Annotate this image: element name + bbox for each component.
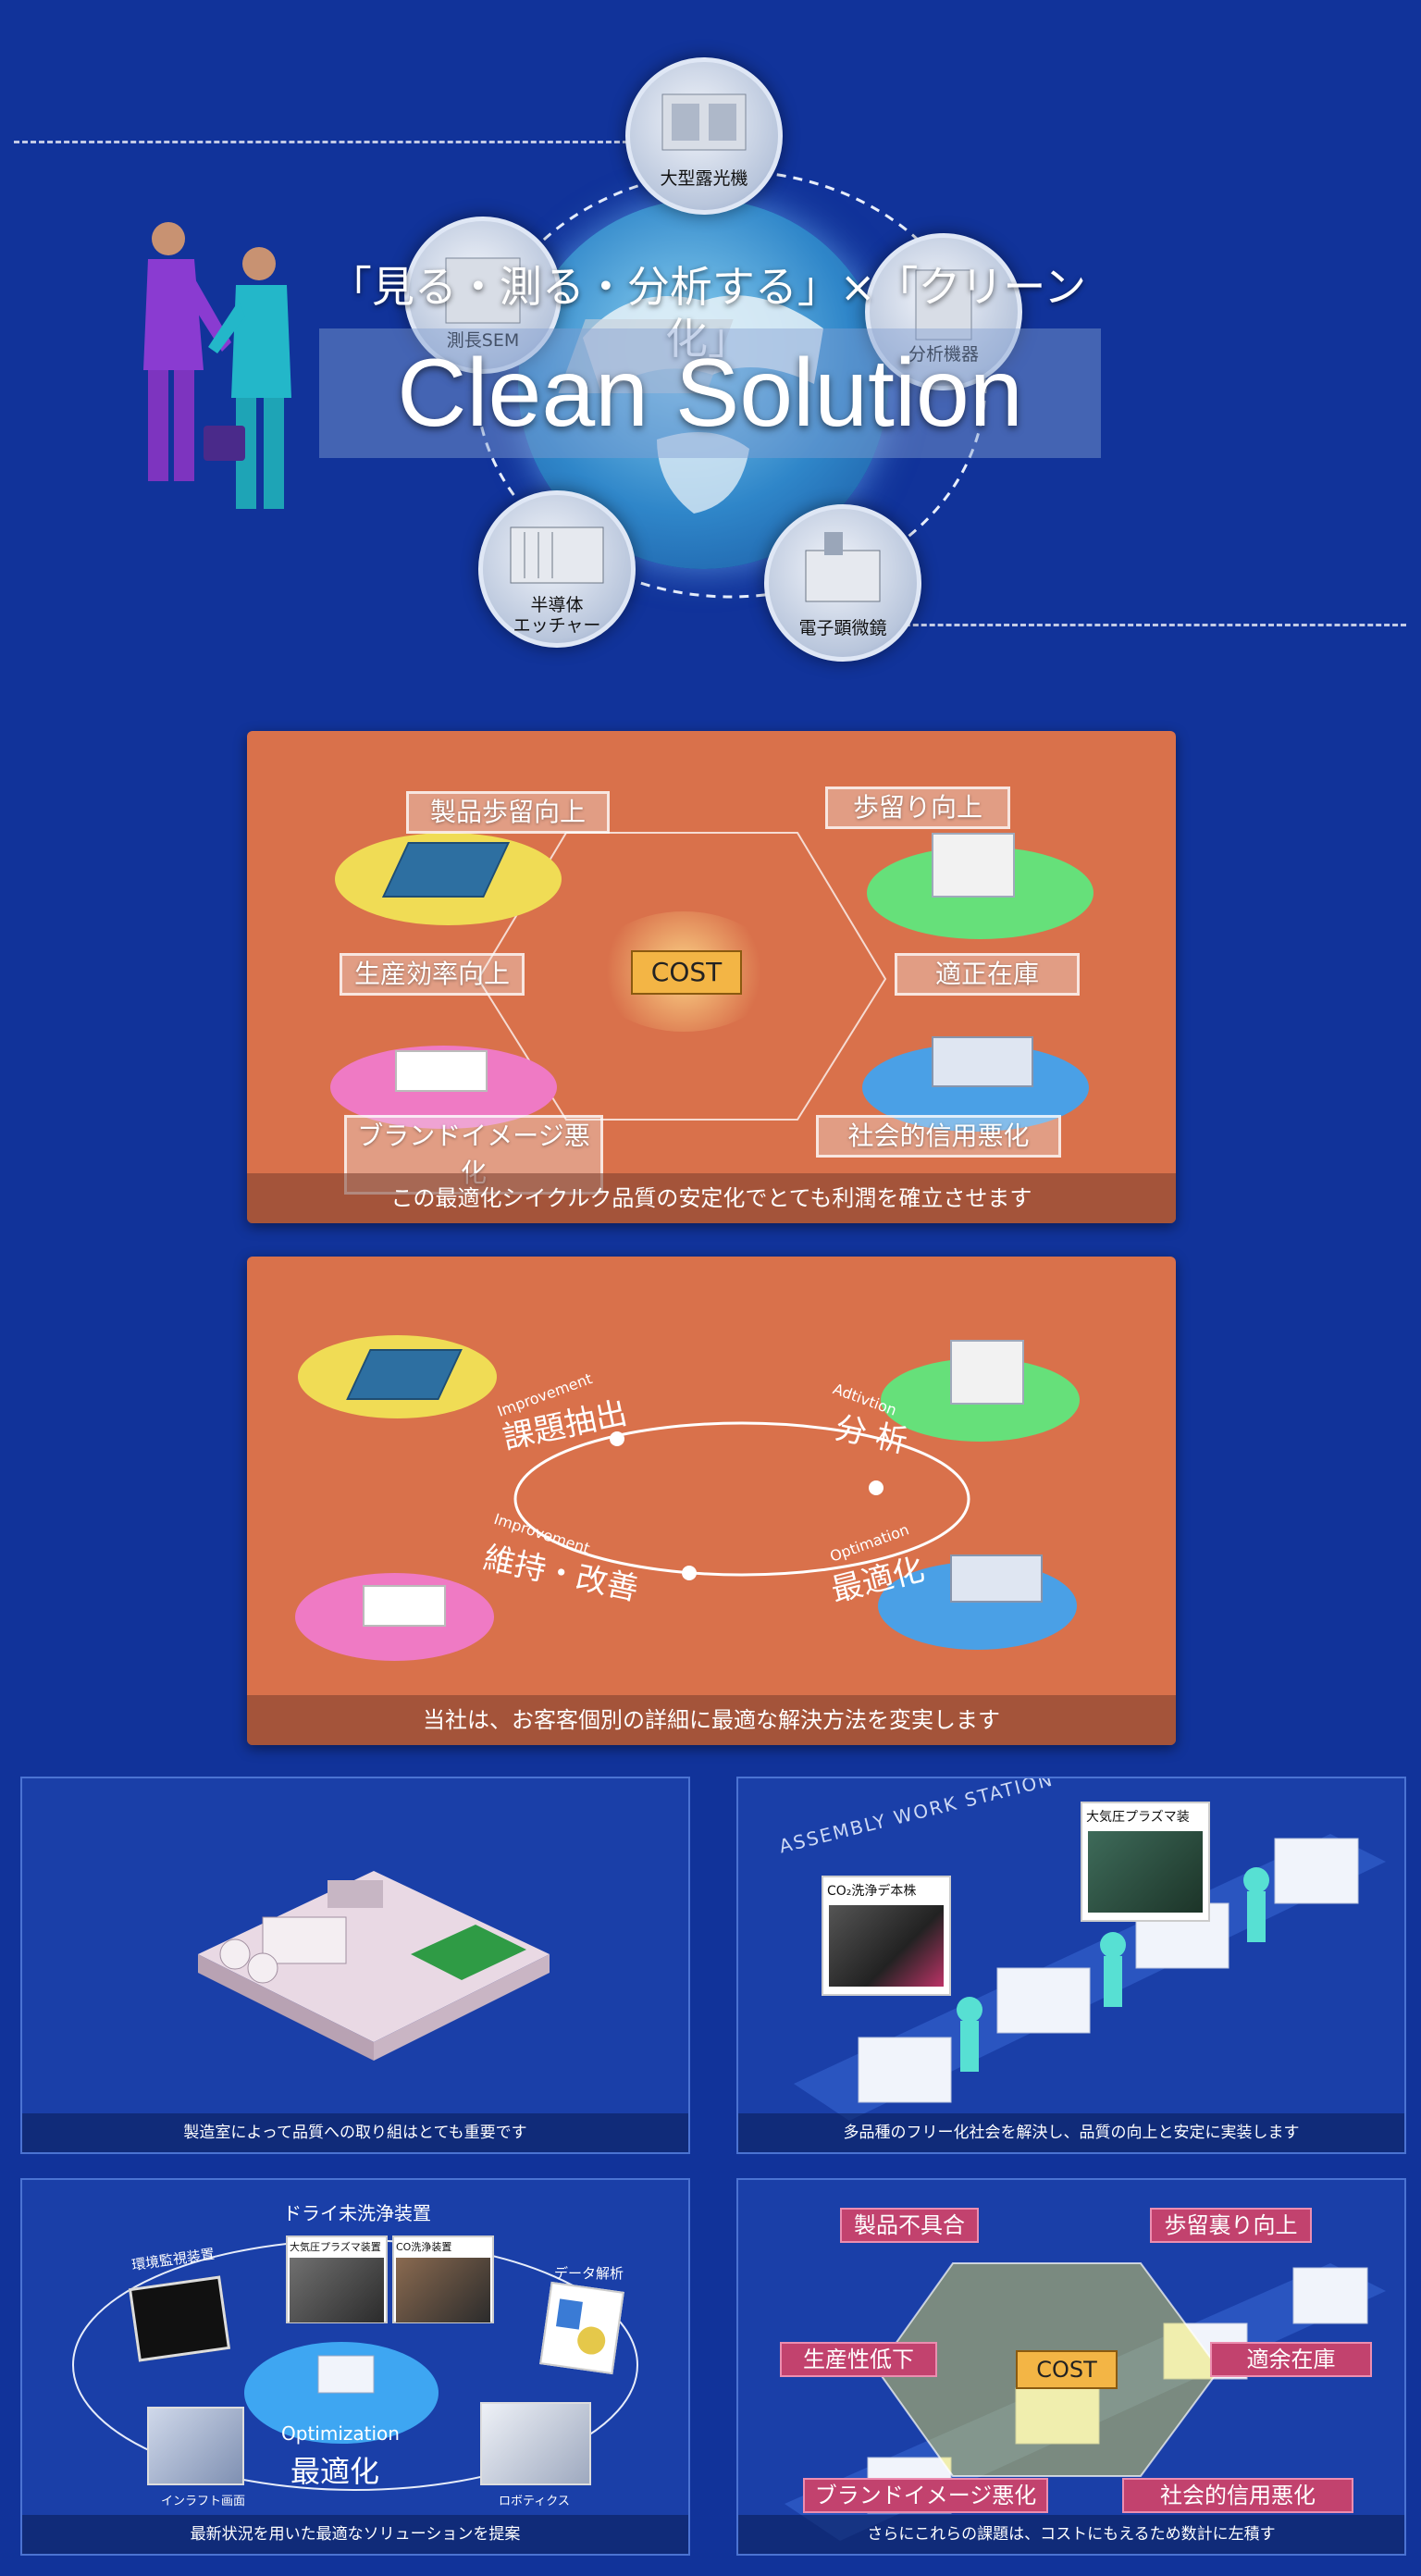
photo-thumbnail	[829, 1905, 944, 1987]
hexagon-outline	[476, 832, 887, 1121]
workstation-icon	[932, 833, 1015, 898]
node-label: 半導体 エッチャー	[513, 595, 601, 636]
tag-inventory: 適正在庫	[895, 953, 1080, 996]
panel-cost-caption: この最適化シイクルク品質の安定化でとても利潤を確立させます	[247, 1173, 1176, 1223]
center-jp: 最適化	[290, 2454, 380, 2489]
tag-productivity: 生産効率向上	[340, 953, 525, 996]
tag-yield-up: 歩留り向上	[825, 786, 1010, 829]
tag-defect: 製品不具合	[840, 2208, 979, 2243]
cost-box: COST	[631, 950, 742, 995]
tile-cost2-caption: さらにこれらの課題は、コストにもえるため数計に左積す	[738, 2515, 1404, 2554]
isometric-factory-illustration	[198, 1871, 550, 2061]
conveyor-robot-icon	[950, 1554, 1043, 1603]
photo-callout-co2: CO₂洗浄デ本株	[822, 1876, 951, 1996]
node-label: 電子顕微鏡	[798, 618, 887, 638]
tag-social-trust: 社会的信用悪化	[1122, 2478, 1353, 2513]
tag-productivity-drop: 生産性低下	[780, 2342, 937, 2377]
dashed-line-bottom	[888, 624, 1406, 626]
tag-yield: 歩留裏り向上	[1150, 2208, 1312, 2243]
cycle-ellipse	[513, 1421, 970, 1580]
top-label: ドライ未洗浄装置	[283, 2202, 431, 2224]
node-label: 大型露光機	[660, 168, 748, 189]
meeting-table-icon	[395, 1050, 488, 1092]
conveyor-robot-icon	[932, 1036, 1033, 1087]
tile-line-caption: 多品種のフリー化社会を解決し、品質の向上と安定に実装します	[738, 2113, 1404, 2152]
panel-cycle-diagram: Improvement 課題抽出 Adtivtion 分 析 Improveme…	[247, 1257, 1176, 1745]
node-exposure-machine: 大型露光機	[625, 57, 783, 215]
conveyor-illustration	[794, 1834, 1386, 2121]
label-data-analysis: データ解析	[554, 2265, 624, 2282]
globe-image	[518, 199, 888, 569]
meeting-table-icon	[363, 1585, 446, 1627]
tile-production-line: ASSEMBLY WORK STATION CO₂洗浄デ本株 大気圧プラズマ装 …	[736, 1777, 1406, 2154]
center-en: Optimization	[281, 2422, 400, 2445]
node-label: 分析機器	[908, 344, 979, 365]
photo-label: CO洗浄装置	[396, 2241, 452, 2253]
hero-title: Clean Solution	[319, 328, 1101, 458]
photo-thumbnail	[1088, 1831, 1203, 1913]
panel-cost-diagram: 製品歩留向上 歩留り向上 生産効率向上 適正在庫 ブランドイメージ悪化 社会的信…	[247, 731, 1176, 1223]
dashed-line-top	[14, 141, 661, 143]
photo-callout-label: CO₂洗浄デ本株	[827, 1884, 917, 1899]
photo-callout-label: 大気圧プラズマ装	[1086, 1810, 1190, 1825]
data-chart-image	[539, 2281, 624, 2375]
label-robotics: ロボティクス	[499, 2495, 570, 2508]
robotics-image	[480, 2402, 591, 2485]
photo-thumbnail	[396, 2258, 490, 2322]
node-label: 測長SEM	[446, 330, 520, 351]
handshake-illustration	[143, 222, 291, 509]
optimization-ring	[72, 2239, 638, 2491]
node-cd-sem: 測長SEM	[404, 217, 562, 374]
node-electron-microscope: 電子顕微鏡	[764, 504, 921, 662]
photo-thumbnail	[290, 2258, 384, 2322]
inline-screen-image	[147, 2407, 244, 2485]
tag-social-trust: 社会的信用悪化	[816, 1115, 1061, 1158]
co-photo: CO洗浄装置	[392, 2235, 494, 2323]
node-analyzer: 分析機器	[865, 233, 1022, 390]
panel-cycle-caption: 当社は、お客客個別の詳細に最適な解決方法を変実します	[247, 1695, 1176, 1745]
hero-section: 大型露光機 測長SEM 分析機器 半導体 エッチャー 電子顕微鏡 「見る・測る・…	[0, 0, 1421, 703]
tile-cost-line: COST 製品不具合 歩留裏り向上 生産性低下 適余在庫 ブランドイメージ悪化 …	[736, 2178, 1406, 2556]
tile-factory-caption: 製造室によって品質への取り組はとても重要です	[22, 2113, 688, 2152]
node-etcher: 半導体 エッチャー	[478, 490, 636, 648]
plasma-photo: 大気圧プラズマ装置	[286, 2235, 388, 2323]
hero-subtitle: 「見る・測る・分析する」×「クリーン化」	[328, 262, 1087, 364]
cost-box: COST	[1016, 2350, 1118, 2389]
tag-excess-inventory: 適余在庫	[1210, 2342, 1372, 2377]
tag-brand-image: ブランドイメージ悪化	[803, 2478, 1048, 2513]
tile-factory: 製造室によって品質への取り組はとても重要です	[20, 1777, 690, 2154]
photo-label: 大気圧プラズマ装置	[290, 2241, 381, 2253]
tile-optimization: ドライ未洗浄装置 環境監視装置 大気圧プラズマ装置 CO洗浄装置 データ解析 イ…	[20, 2178, 690, 2556]
tag-yield-improvement: 製品歩留向上	[406, 791, 610, 834]
label-inline-screen: インラフト画面	[161, 2495, 246, 2508]
photo-callout-plasma: 大気圧プラズマ装	[1081, 1802, 1210, 1922]
env-monitor-image	[128, 2275, 231, 2362]
tile-opt-caption: 最新状況を用いた最適なソリューションを提案	[22, 2515, 688, 2554]
workstation-icon	[950, 1340, 1024, 1405]
